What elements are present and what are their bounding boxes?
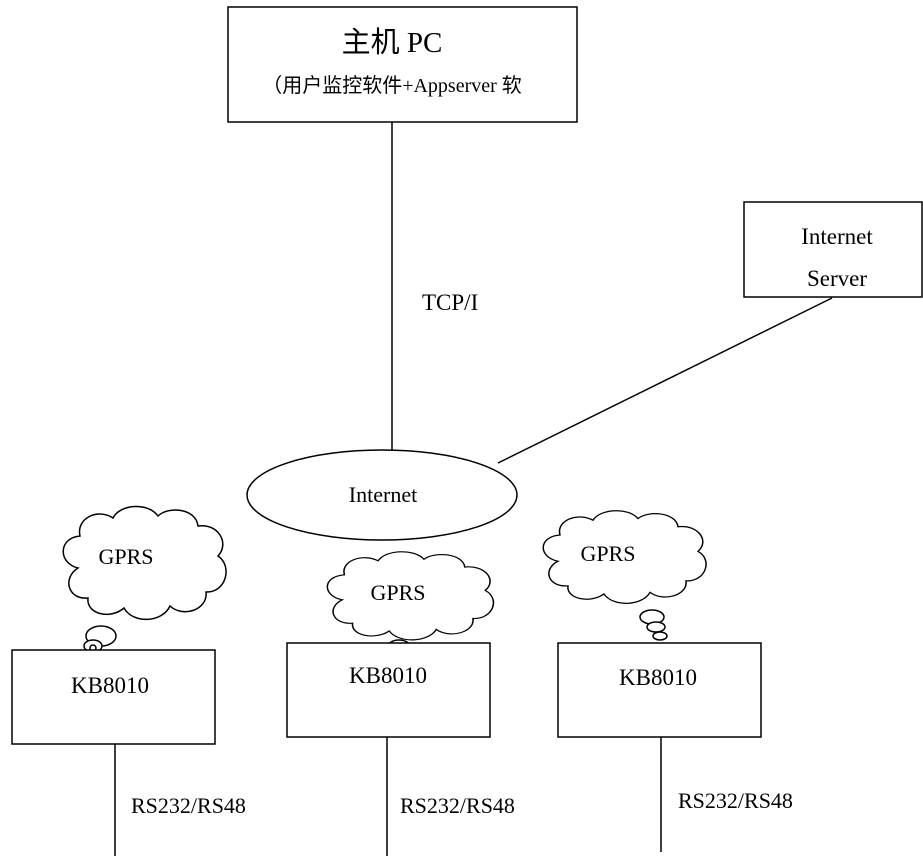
kb8010-label-1: KB8010: [71, 673, 149, 698]
gprs-label-1: GPRS: [98, 544, 153, 569]
internet-server-label-line2: Server: [807, 266, 867, 291]
host-pc-box: [227, 6, 578, 123]
serial-label-1: RS232/RS48: [131, 793, 246, 818]
internet-server-box: [743, 201, 923, 298]
kb8010-device-2: KB8010 RS232/RS48: [286, 642, 515, 856]
gprs-cloud-3: GPRS: [542, 509, 707, 641]
gprs-cloud-2: GPRS: [326, 551, 495, 657]
gprs-label-3: GPRS: [580, 541, 635, 566]
gprs-label-2: GPRS: [370, 580, 425, 605]
tcp-ip-label: TCP/I: [422, 290, 478, 315]
internet-server-node: Internet Server: [743, 201, 923, 298]
kb8010-device-1: KB8010 RS232/RS48: [11, 649, 246, 856]
kb8010-box-3: [557, 642, 762, 738]
internet-cloud-node: Internet: [246, 449, 518, 541]
gprs-cloud-1: GPRS: [62, 505, 227, 653]
serial-label-3: RS232/RS48: [678, 788, 793, 813]
server-to-internet-link: [497, 297, 833, 464]
host-pc-title: 主机 PC: [342, 26, 443, 59]
kb8010-label-3: KB8010: [619, 665, 697, 690]
kb8010-device-3: KB8010 RS232/RS48: [557, 642, 793, 852]
serial-label-2: RS232/RS48: [400, 793, 515, 818]
internet-server-label-line1: Internet: [801, 224, 873, 249]
kb8010-box-1: [11, 649, 216, 745]
host-pc-subtitle: （用户监控软件+Appserver 软: [262, 74, 522, 97]
kb8010-box-2: [286, 642, 491, 738]
internet-ellipse: [246, 449, 518, 541]
host-pc-node: 主机 PC （用户监控软件+Appserver 软: [227, 6, 578, 123]
internet-label: Internet: [349, 482, 417, 507]
kb8010-label-2: KB8010: [349, 663, 427, 688]
